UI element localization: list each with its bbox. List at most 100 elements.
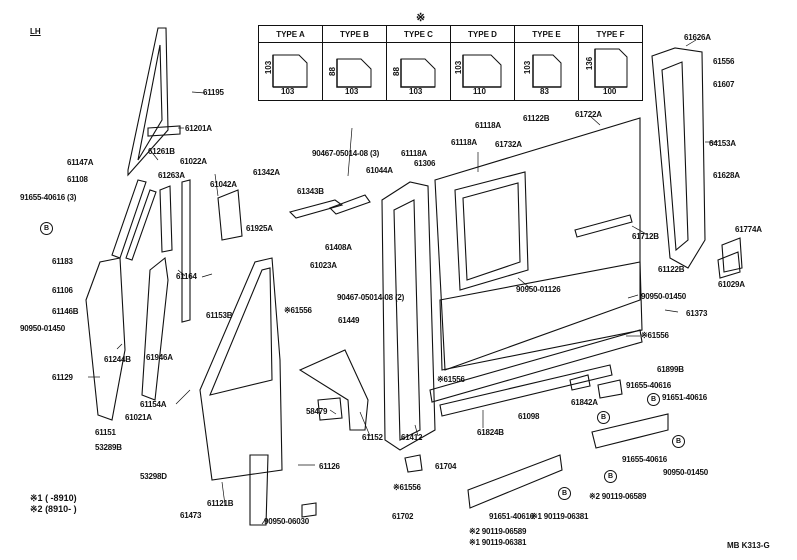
- part-label: 90950-01126: [516, 285, 561, 294]
- callout-b: B: [558, 487, 571, 500]
- part-label: 61704: [435, 462, 457, 471]
- part-label: 61129: [52, 373, 73, 382]
- window-61712b: [454, 171, 529, 291]
- type-c-width: 103: [409, 87, 423, 96]
- part-label: 90950-01450: [663, 468, 708, 477]
- note2-mark: ※2: [30, 504, 43, 514]
- reinforcement-61412: [298, 349, 369, 431]
- part-label: 53289B: [95, 443, 122, 452]
- type-b-shape: [336, 58, 372, 88]
- part-label: 61774A: [735, 225, 762, 234]
- part-label: 61473: [180, 511, 202, 520]
- type-e-cell: 103 83: [514, 42, 579, 101]
- type-b-cell: 88 103: [322, 42, 387, 101]
- callout-b: B: [40, 222, 53, 235]
- part-label: 61118A: [451, 138, 477, 147]
- part-label: 61154A: [140, 400, 167, 409]
- part-label: 61343B: [297, 187, 324, 196]
- part-label: 61098: [518, 412, 540, 421]
- part-label: 61106: [52, 286, 73, 295]
- pillar-61261b: [125, 189, 157, 261]
- part-label: ※2 90119-06589: [469, 527, 527, 536]
- part-label: 61042A: [210, 180, 237, 189]
- type-d-height: 103: [454, 60, 464, 75]
- lower-panel: [439, 261, 643, 371]
- part-label: 61408A: [325, 243, 352, 252]
- type-a-header: TYPE A: [258, 25, 323, 43]
- part-label: 61108: [67, 175, 88, 184]
- part-label: 90467-05014-08 (3): [312, 149, 380, 158]
- part-label: 91651-40616: [662, 393, 707, 402]
- part-label: 61263A: [158, 171, 185, 180]
- part-label: 61044A: [366, 166, 393, 175]
- part-label: 61842A: [571, 398, 598, 407]
- part-label: 61201A: [185, 124, 212, 133]
- note1-text: ( -8910): [45, 493, 77, 503]
- type-f-cell: 136 100: [578, 42, 643, 101]
- part-label: 90950-01450: [641, 292, 686, 301]
- part-label: 58479: [306, 407, 328, 416]
- part-label: ※61556: [284, 306, 312, 315]
- type-b-width: 103: [345, 87, 359, 96]
- part-label: 61022A: [180, 157, 207, 166]
- type-f-shape: [594, 48, 628, 88]
- part-label: 61164: [176, 272, 197, 281]
- part-label: ※61556: [437, 375, 465, 384]
- part-label: 53298D: [140, 472, 167, 481]
- bracket-61774a: [717, 251, 741, 279]
- part-label: 90950-06030: [264, 517, 309, 526]
- note1-mark: ※1: [30, 493, 43, 503]
- part-label: 61244B: [104, 355, 131, 364]
- type-d-shape: [462, 54, 502, 88]
- part-label: 91655-40616: [622, 455, 667, 464]
- callout-b: B: [647, 393, 660, 406]
- part-label: 61146B: [52, 307, 79, 316]
- part-label: 61556: [713, 57, 735, 66]
- door-61126: [199, 257, 283, 481]
- glass-guide-61201a: [147, 125, 181, 137]
- part-label: 61628A: [713, 171, 740, 180]
- part-label: 61195: [203, 88, 224, 97]
- footnotes: ※1 ( -8910) ※2 (8910- ): [30, 493, 77, 515]
- part-label: 61824B: [477, 428, 504, 437]
- type-f-width: 100: [603, 87, 617, 96]
- part-label: 61153B: [206, 311, 233, 320]
- type-table: TYPE A TYPE B TYPE C TYPE D TYPE E TYPE …: [258, 25, 643, 101]
- type-a-height: 103: [264, 60, 274, 75]
- side-label: LH: [30, 27, 41, 36]
- part-label: 61023A: [310, 261, 337, 270]
- part-label: 61118A: [475, 121, 501, 130]
- type-c-header: TYPE C: [386, 25, 451, 43]
- type-a-cell: 103 103: [258, 42, 323, 101]
- part-label: 61122B: [658, 265, 685, 274]
- part-label: 61029A: [718, 280, 745, 289]
- note-mark: ※: [416, 12, 426, 24]
- type-b-height: 88: [327, 67, 337, 76]
- rear-pillar-61607: [651, 47, 706, 269]
- part-label: 91655-40616: [626, 381, 671, 390]
- part-label: 90950-01450: [20, 324, 65, 333]
- part-label: 61626A: [684, 33, 711, 42]
- center-pillar: [85, 257, 126, 421]
- part-label: ※1 90119-06381: [531, 512, 589, 521]
- part-label: 61152: [362, 433, 383, 442]
- type-f-height: 136: [585, 56, 595, 71]
- part-label: 61732A: [495, 140, 522, 149]
- part-label: 61122B: [523, 114, 550, 123]
- part-label: 61151: [95, 428, 116, 437]
- note2-text: (8910- ): [45, 504, 77, 514]
- part-label: 61607: [713, 80, 735, 89]
- part-label: 61412: [401, 433, 423, 442]
- part-label: 61925A: [246, 224, 273, 233]
- part-label: 61147A: [67, 158, 94, 167]
- type-d-header: TYPE D: [450, 25, 515, 43]
- rail-61098: [439, 364, 613, 417]
- rail-61343b: [288, 199, 344, 219]
- type-e-width: 83: [540, 87, 549, 96]
- type-c-cell: 88 103: [386, 42, 451, 101]
- type-f-header: TYPE F: [578, 25, 643, 43]
- type-b-header: TYPE B: [322, 25, 387, 43]
- type-e-height: 103: [523, 60, 533, 75]
- part-label: 61021A: [125, 413, 152, 422]
